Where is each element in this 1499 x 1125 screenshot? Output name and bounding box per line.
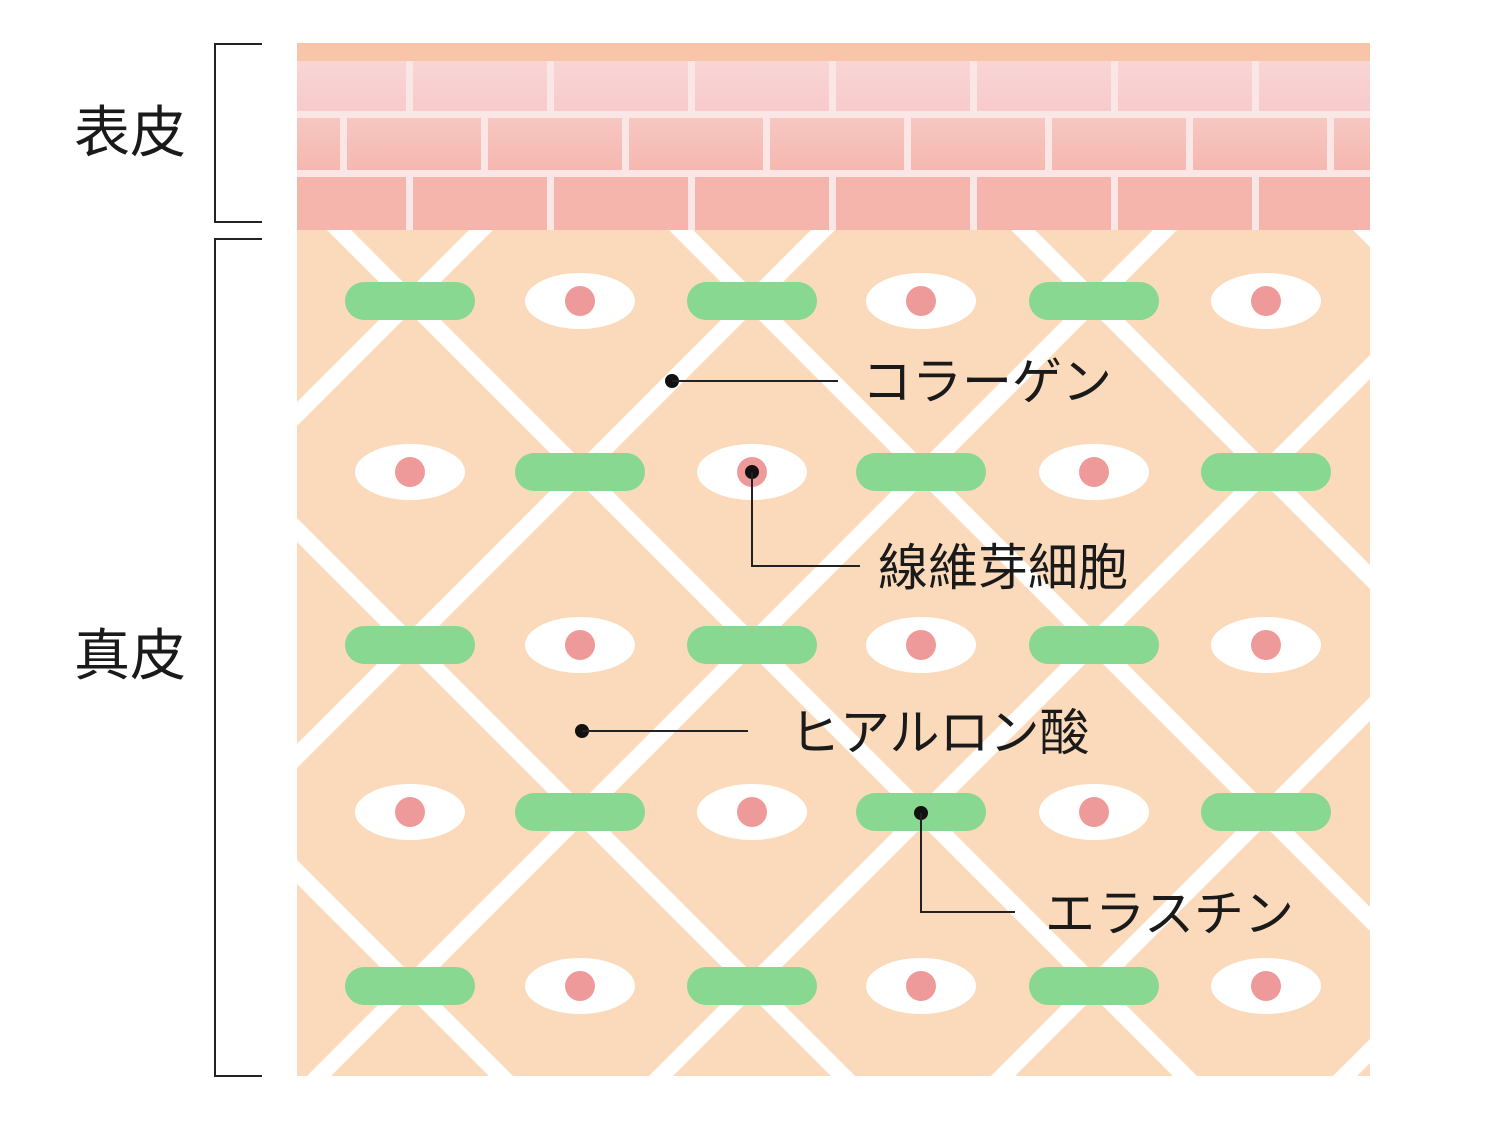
epidermis-cell [554, 177, 688, 230]
epidermis-cell [554, 61, 688, 111]
collagen-fiber [1201, 793, 1331, 831]
fibroblast-nucleus [565, 630, 595, 660]
collagen-fiber [1029, 626, 1159, 664]
epidermis-cell [297, 118, 340, 170]
collagen-fiber [345, 626, 475, 664]
fibroblast-cell [525, 958, 635, 1014]
fibroblast-nucleus [395, 797, 425, 827]
fibroblast-nucleus [906, 630, 936, 660]
collagen-fiber [1201, 453, 1331, 491]
hyaluronic-acid-label: ヒアルロン酸 [790, 704, 1090, 762]
fibroblast-cell [866, 958, 976, 1014]
hyaluronic-acid-annotation: ヒアルロン酸 [575, 704, 1090, 762]
collagen-fiber [345, 967, 475, 1005]
fibroblast-cell [1039, 784, 1149, 840]
fiber-line [297, 230, 494, 427]
fibroblast-cell [866, 273, 976, 329]
collagen-fiber [515, 793, 645, 831]
fibroblast-cell [1211, 273, 1321, 329]
fibroblast-cell [525, 617, 635, 673]
fibroblast-nucleus [565, 286, 595, 316]
dermis [297, 230, 1370, 1076]
epidermis-cell [297, 61, 406, 111]
fibroblast-nucleus [1251, 286, 1281, 316]
fibroblast-nucleus [737, 797, 767, 827]
fibroblast-cell [1211, 958, 1321, 1014]
epidermis-cell [1334, 118, 1370, 170]
epidermis-label: 表皮 [74, 101, 186, 166]
fiber-line [1352, 230, 1370, 248]
epidermis-cell [836, 61, 970, 111]
fibroblast-label: 線維芽細胞 [878, 539, 1128, 597]
stratum-corneum [297, 43, 1370, 61]
collagen-fiber [687, 967, 817, 1005]
fibroblast-cell [697, 784, 807, 840]
fibroblast-nucleus [565, 971, 595, 1001]
epidermis-cell [770, 118, 904, 170]
epidermis-cell [629, 118, 763, 170]
fibroblast-nucleus [1251, 971, 1281, 1001]
fibroblast-nucleus [1251, 630, 1281, 660]
fibroblast-cell [355, 784, 465, 840]
epidermis-bracket [214, 43, 262, 223]
epidermis-cell [413, 61, 547, 111]
fibroblast-nucleus [1079, 457, 1109, 487]
leader-line [751, 472, 860, 567]
epidermis-cell [695, 177, 829, 230]
collagen-annotation: コラーゲン [665, 353, 1112, 411]
epidermis-cell [1259, 177, 1370, 230]
collagen-fiber [856, 453, 986, 491]
collagen-label: コラーゲン [862, 353, 1112, 411]
dermis-label: 真皮 [74, 624, 186, 689]
epidermis-cell [488, 118, 622, 170]
collagen-fiber [687, 282, 817, 320]
epidermis-cell [1052, 118, 1186, 170]
epidermis-cell [977, 177, 1111, 230]
epidermis-cell [695, 61, 829, 111]
fibroblast-nucleus [1079, 797, 1109, 827]
epidermis-cell [413, 177, 547, 230]
epidermis-cell [1118, 177, 1252, 230]
fibroblast-cell [355, 444, 465, 500]
fibroblast-cell [866, 617, 976, 673]
epidermis-cell [1118, 61, 1252, 111]
fiber-line [990, 696, 1370, 1076]
fibroblast-cell [525, 273, 635, 329]
collagen-fiber [515, 453, 645, 491]
fibroblast-cell [1211, 617, 1321, 673]
epidermis-cell [1193, 118, 1327, 170]
epidermis-cell [297, 177, 406, 230]
collagen-fiber [1029, 967, 1159, 1005]
epidermis-cell [911, 118, 1045, 170]
collagen-fiber [687, 626, 817, 664]
collagen-fiber [1029, 282, 1159, 320]
epidermis-cell [977, 61, 1111, 111]
fiber-line [1332, 1038, 1370, 1076]
fibroblast-nucleus [906, 971, 936, 1001]
fibroblast-annotation: 線維芽細胞 [745, 465, 1128, 597]
dermis-bracket [214, 238, 262, 1077]
epidermis [297, 43, 1370, 230]
fibroblast-cell [1039, 444, 1149, 500]
epidermis-cell [1259, 61, 1370, 111]
fibroblast-nucleus [906, 286, 936, 316]
elastin-label: エラスチン [1045, 885, 1294, 943]
elastin-annotation: エラスチン [914, 806, 1294, 943]
epidermis-bricks [297, 61, 1370, 230]
fibroblast-nucleus [395, 457, 425, 487]
epidermis-cell [836, 177, 970, 230]
leader-line [920, 813, 1015, 913]
collagen-fiber [345, 282, 475, 320]
epidermis-cell [347, 118, 481, 170]
dermis-cells [345, 273, 1331, 1014]
